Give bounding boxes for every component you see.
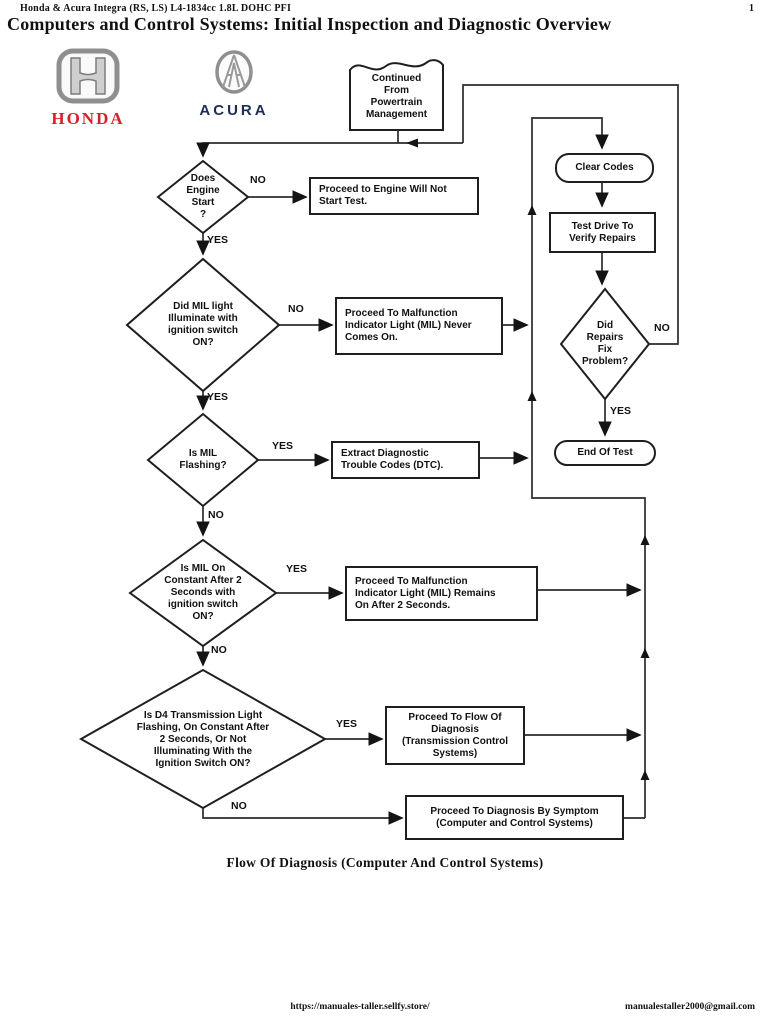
offpage-connector-shape [349,59,444,131]
node-flow-diagnosis-tcs: Proceed To Flow Of Diagnosis (Transmissi… [385,706,525,765]
honda-emblem-icon [56,48,120,104]
node-test-drive: Test Drive To Verify Repairs [549,212,656,253]
node-extract-dtc: Extract Diagnostic Trouble Codes (DTC). [331,441,480,479]
page-number: 1 [749,3,754,14]
node-mil-constant-decision: Is MIL On Constant After 2 Seconds with … [164,563,242,622]
honda-wordmark: HONDA [51,109,125,128]
acura-wordmark: ACURA [199,102,269,119]
edge-label-yes-engine: YES [207,234,229,246]
honda-logo: HONDA [33,48,143,129]
node-engine-no-start: Proceed to Engine Will Not Start Test. [309,177,479,215]
node-end-of-test: End Of Test [554,440,656,466]
node-clear-codes: Clear Codes [555,153,654,183]
figure-caption: Flow Of Diagnosis (Computer And Control … [226,855,544,870]
node-mil-flashing-decision: Is MIL Flashing? [179,448,227,471]
header-product-line: Honda & Acura Integra (RS, LS) L4-1834cc… [20,3,292,14]
node-repairs-fix-decision: Did Repairs Fix Problem? [581,320,629,367]
acura-logo: ACURA [178,50,290,119]
edge-label-no-mil-constant: NO [211,644,227,656]
mid-line-arrowheads [406,138,650,780]
node-engine-start-decision: Does Engine Start ? [186,173,220,220]
acura-emblem-icon [215,50,253,94]
edge-label-yes-d4: YES [336,718,358,730]
edge-label-yes-repairs: YES [610,405,632,417]
node-mil-illuminate-decision: Did MIL light Illuminate with ignition s… [168,301,238,348]
node-d4-light-decision: Is D4 Transmission Light Flashing, On Co… [136,710,270,769]
decision-diamonds [78,59,651,810]
edge-label-no-mil-illuminate: NO [288,303,304,315]
edge-label-no-repairs: NO [654,322,670,334]
edge-label-yes-mil-illuminate: YES [207,391,229,403]
edge-label-yes-mil-constant: YES [286,563,308,575]
edge-label-no-d4: NO [231,800,247,812]
edge-label-yes-mil-flashing: YES [272,440,294,452]
footer-email: manualestaller2000@gmail.com [625,1002,755,1012]
edge-label-no-mil-flashing: NO [208,509,224,521]
node-continued-from: Continued From Powertrain Management [365,73,428,120]
footer-url: https://manuales-taller.sellfy.store/ [290,1002,430,1012]
node-mil-remains-on: Proceed To Malfunction Indicator Light (… [345,566,538,621]
node-mil-never-on: Proceed To Malfunction Indicator Light (… [335,297,503,355]
node-diagnosis-by-symptom: Proceed To Diagnosis By Symptom (Compute… [405,795,624,840]
edge-label-no-engine: NO [250,174,266,186]
page-title: Computers and Control Systems: Initial I… [7,14,612,34]
